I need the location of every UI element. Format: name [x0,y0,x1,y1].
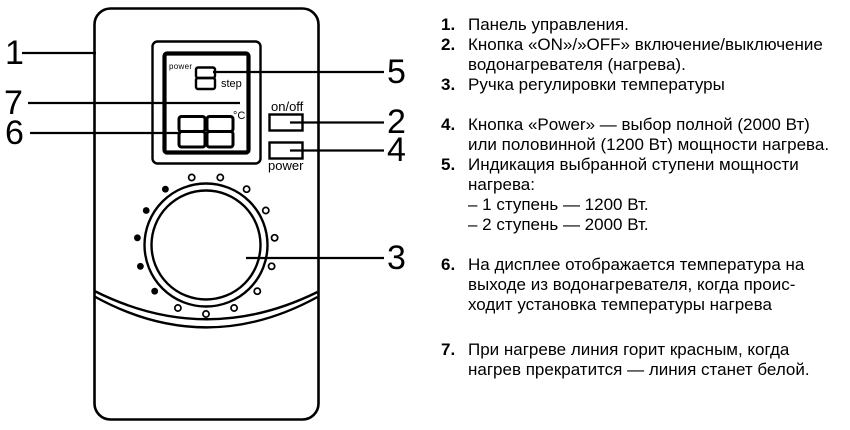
display-power-label: power [169,62,193,71]
legend-item-number: 1. [441,15,456,34]
callout-number-2: 2 [387,103,406,141]
knob-dot [142,207,150,214]
legend-item: 1. Панель управления. [441,15,848,35]
legend-item: 7. При нагреве линия горит красным, когда… [441,340,848,380]
display-step-label: step [221,78,242,90]
callout-number-5: 5 [387,53,406,91]
knob-dots-filled [134,185,169,295]
knob-dot [202,310,210,318]
callout-number-3: 3 [387,239,406,277]
legend-item: 3. Ручка регулировки температуры [441,75,848,95]
decorative-arc-upper [93,289,319,321]
legend-item: 2. Кнопка «ON»/»OFF» включение/выключение… [441,35,848,75]
callout-number-6: 6 [5,114,24,152]
temp-digit-2 [205,115,235,149]
decorative-arc-lower [93,295,319,329]
legend-item-text: Кнопка «Power» — выбор полной (2000 Вт)и… [468,115,830,154]
temperature-knob [143,182,269,308]
legend-item-text: Панель управления. [468,15,629,34]
legend-item: 6. На дисплее отображается температура на… [441,255,848,315]
callout-number-4: 4 [387,131,406,169]
callout-lines [22,51,384,260]
knob-dot [242,185,251,194]
legend-item-number: 2. [441,35,456,54]
onoff-button-label: on/off [271,99,304,114]
knob-dot [187,173,196,182]
legend-item-number: 6. [441,255,456,274]
power-button-label: power [268,158,304,173]
legend-item-number: 3. [441,75,456,94]
legend-item-number: 5. [441,155,456,174]
knob-dot [137,262,144,270]
knob-dot [216,173,225,182]
knob-dot [261,206,270,215]
callout-number-1: 1 [5,34,24,72]
knob-dot [270,233,279,242]
temp-digit-1 [177,115,207,149]
knob-dot [151,287,159,295]
control-panel-diagram [22,7,384,421]
legend-item-number: 4. [441,115,456,134]
legend-item-number: 7. [441,340,456,359]
legend-item-text: Ручка регулировки температуры [468,75,725,94]
knob-dots-hollow [173,173,279,318]
knob-dot [134,234,141,242]
knob-dot [162,185,169,193]
legend-item: 4. Кнопка «Power» — выбор полной (2000 Вт… [441,115,848,155]
knob-dot [267,262,276,271]
callout-number-7: 7 [4,84,23,122]
knob-dot [230,304,239,312]
display-temp-unit: °C [233,110,246,122]
legend: 1. Панель управления. 2. Кнопка «ON»/»OFF» … [441,15,848,380]
knob-dot [253,287,262,296]
knob-dot [173,304,182,312]
knob-inner-circle [150,189,262,301]
